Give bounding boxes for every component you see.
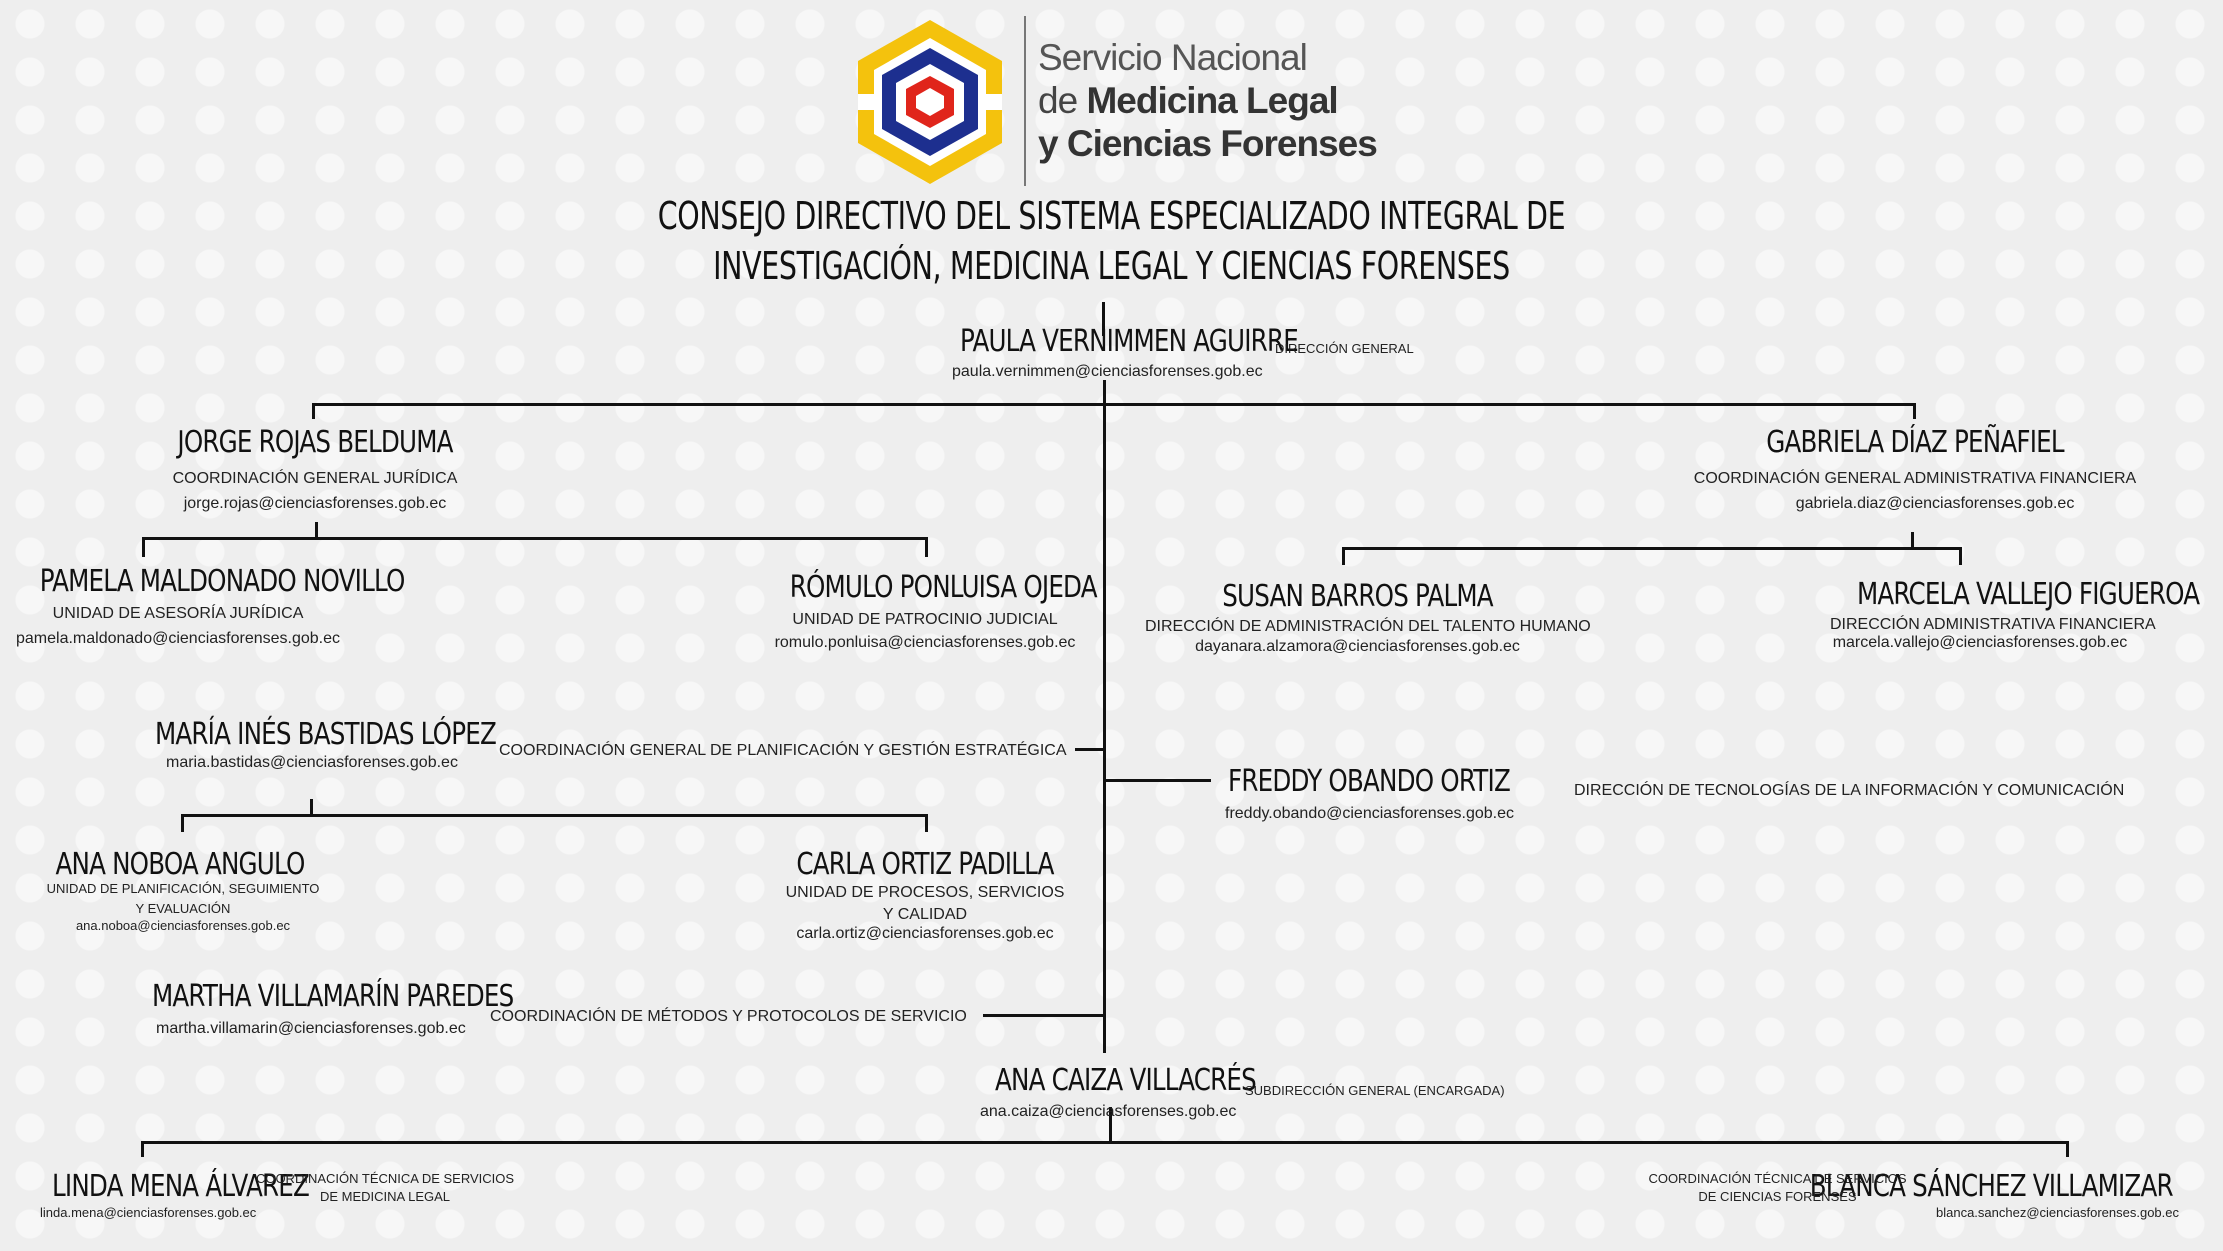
person-email: romulo.ponluisa@cienciasforenses.gob.ec (774, 634, 1076, 651)
person-name: PAMELA MALDONADO NOVILLO (39, 564, 406, 599)
person-name: ANA CAIZA VILLACRÉS (995, 1063, 1257, 1098)
connector (925, 814, 928, 832)
connector (1103, 380, 1106, 1053)
connector (1342, 547, 1962, 550)
person-name: ANA NOBOA ANGULO (55, 847, 305, 882)
connector (1959, 547, 1962, 565)
person-name: MARCELA VALLEJO FIGUEROA (1857, 577, 2200, 612)
connector (181, 814, 184, 832)
person-email: pamela.maldonado@cienciasforenses.gob.ec (16, 630, 340, 647)
person-role: DIRECCIÓN GENERAL (1275, 341, 1414, 356)
connector (310, 799, 313, 815)
person-name: PAULA VERNIMMEN AGUIRRE (960, 324, 1299, 359)
page-title-line-2: INVESTIGACIÓN, MEDICINA LEGAL Y CIENCIAS… (713, 244, 1510, 288)
person-role: UNIDAD DE ASESORÍA JURÍDICA (52, 605, 304, 622)
connector (141, 1141, 2069, 1144)
logo-line-1: Servicio Nacional (1038, 37, 1308, 78)
person-name: LINDA MENA ÁLVAREZ (52, 1169, 310, 1204)
person-email: paula.vernimmen@cienciasforenses.gob.ec (952, 363, 1263, 380)
connector (2066, 1141, 2069, 1157)
connector (141, 1141, 144, 1157)
person-role: Y EVALUACIÓN (135, 901, 231, 916)
person-name: FREDDY OBANDO ORTIZ (1228, 764, 1511, 799)
logo-line-2: de Medicina Legal (1038, 80, 1339, 121)
person-role: DE CIENCIAS FORENSES (1698, 1189, 1857, 1204)
person-name: GABRIELA DÍAZ PEÑAFIEL (1766, 425, 2064, 460)
person-role: DIRECCIÓN DE TECNOLOGÍAS DE LA INFORMACI… (1574, 782, 2125, 799)
connector (312, 403, 315, 419)
person-role: DIRECCIÓN DE ADMINISTRACIÓN DEL TALENTO … (1145, 618, 1591, 635)
connector (1102, 302, 1105, 336)
connector (925, 537, 928, 557)
person-email: jorge.rojas@cienciasforenses.gob.ec (183, 495, 447, 512)
logo-divider (1024, 16, 1026, 186)
connector (312, 403, 1916, 406)
person-role: Y CALIDAD (882, 906, 968, 923)
connector (181, 814, 928, 817)
person-role: COORDINACIÓN GENERAL JURÍDICA (172, 470, 458, 487)
person-email: marcela.vallejo@cienciasforenses.gob.ec (1832, 634, 2128, 651)
connector (1911, 532, 1914, 548)
person-name: MARÍA INÉS BASTIDAS LÓPEZ (155, 717, 497, 752)
person-name: SUSAN BARROS PALMA (1222, 579, 1493, 614)
person-role: SUBDIRECCIÓN GENERAL (ENCARGADA) (1245, 1083, 1505, 1098)
page-title-line-1: CONSEJO DIRECTIVO DEL SISTEMA ESPECIALIZ… (657, 194, 1566, 238)
logo-line-3: y Ciencias Forenses (1038, 123, 1378, 164)
person-name: MARTHA VILLAMARÍN PAREDES (152, 979, 514, 1014)
person-email: linda.mena@cienciasforenses.gob.ec (40, 1205, 257, 1220)
person-role: COORDINACIÓN GENERAL ADMINISTRATIVA FINA… (1693, 470, 2137, 487)
person-name: RÓMULO PONLUISA OJEDA (789, 570, 1098, 605)
person-email: gabriela.diaz@cienciasforenses.gob.ec (1795, 495, 2075, 512)
connector (315, 522, 318, 538)
person-role: UNIDAD DE PATROCINIO JUDICIAL (792, 611, 1058, 628)
connector (983, 1014, 1105, 1017)
person-email: blanca.sanchez@cienciasforenses.gob.ec (1935, 1205, 2179, 1220)
connector (142, 537, 928, 540)
person-role: COORDINACIÓN GENERAL DE PLANIFICACIÓN Y … (499, 742, 1067, 759)
person-role: DIRECCIÓN ADMINISTRATIVA FINANCIERA (1830, 616, 2156, 633)
person-role: UNIDAD DE PROCESOS, SERVICIOS (785, 884, 1065, 901)
person-name: BLANCA SÁNCHEZ VILLAMIZAR (1809, 1169, 2174, 1204)
person-email: carla.ortiz@cienciasforenses.gob.ec (796, 925, 1054, 942)
person-email: ana.caiza@cienciasforenses.gob.ec (980, 1103, 1237, 1120)
connector (1075, 748, 1105, 751)
logo-text: Servicio Nacional de Medicina Legal y Ci… (1038, 36, 1378, 165)
person-email: maria.bastidas@cienciasforenses.gob.ec (166, 754, 458, 771)
person-email: ana.noboa@cienciasforenses.gob.ec (75, 918, 291, 933)
logo (850, 16, 1010, 188)
person-role: UNIDAD DE PLANIFICACIÓN, SEGUIMIENTO (46, 881, 320, 896)
person-role: DE MEDICINA LEGAL (319, 1189, 451, 1204)
person-email: martha.villamarin@cienciasforenses.gob.e… (156, 1020, 466, 1037)
person-name: CARLA ORTIZ PADILLA (796, 847, 1054, 882)
person-role: COORDINACIÓN TÉCNICA DE SERVICIOS (255, 1171, 515, 1186)
connector (1103, 779, 1211, 782)
person-email: dayanara.alzamora@cienciasforenses.gob.e… (1195, 638, 1520, 655)
person-email: freddy.obando@cienciasforenses.gob.ec (1225, 805, 1515, 822)
connector (142, 537, 145, 557)
connector (1342, 547, 1345, 565)
person-role: COORDINACIÓN DE MÉTODOS Y PROTOCOLOS DE … (490, 1008, 967, 1025)
person-name: JORGE ROJAS BELDUMA (177, 425, 453, 460)
person-role: COORDINACIÓN TÉCNICA DE SERVICIOS (1648, 1171, 1907, 1186)
connector (1109, 1107, 1112, 1144)
connector (1913, 403, 1916, 419)
logo-emblem-icon (858, 20, 1002, 184)
